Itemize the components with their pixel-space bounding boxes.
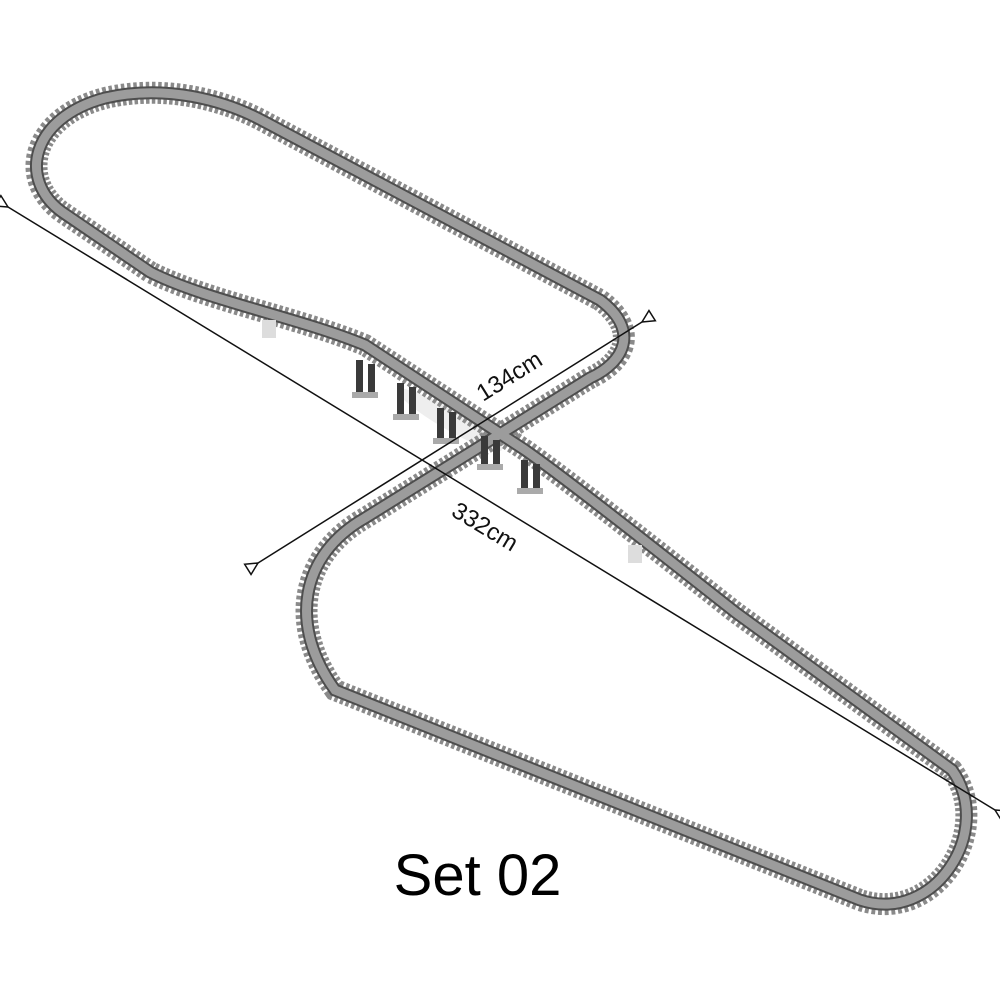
track [36, 93, 966, 904]
width-label: 134cm [472, 346, 547, 407]
pillar [352, 360, 378, 398]
length-label: 332cm [447, 497, 523, 557]
ramp-support [628, 545, 642, 563]
width-dimension-line [258, 322, 642, 563]
ramp-support [262, 320, 276, 338]
length-dimension-line [8, 207, 995, 810]
set-title: Set 02 [393, 843, 562, 908]
